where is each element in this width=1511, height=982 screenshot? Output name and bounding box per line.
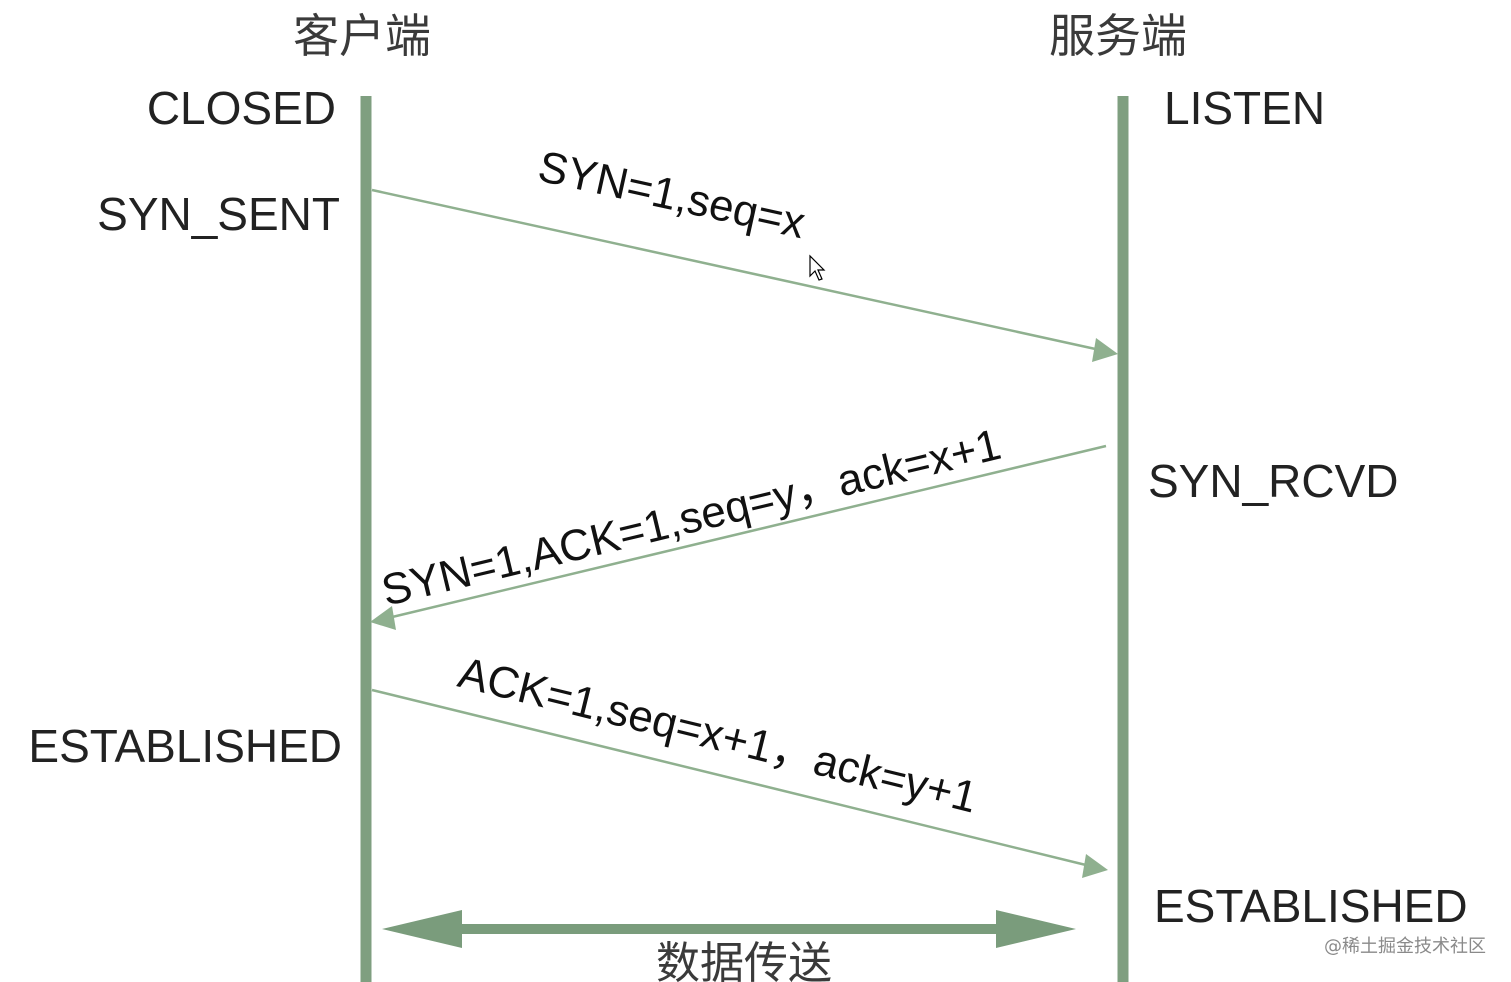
data-transfer-left-arrowhead — [382, 910, 462, 948]
syn-arrowhead — [1092, 338, 1118, 362]
mouse-cursor-icon — [809, 254, 826, 281]
server-state-established: ESTABLISHED — [1154, 880, 1468, 932]
ack-message-label: ACK=1,seq=x+1，ack=y+1 — [454, 648, 982, 822]
syn-message-arrow — [371, 188, 1101, 352]
client-state-syn-sent: SYN_SENT — [97, 188, 340, 240]
syn-message-label: SYN=1,seq=x — [534, 142, 810, 248]
client-state-established: ESTABLISHED — [28, 720, 342, 772]
client-state-closed: CLOSED — [147, 82, 336, 134]
ack-message-arrow — [371, 688, 1091, 868]
server-title: 服务端 — [1049, 9, 1187, 63]
syn-ack-arrowhead — [370, 606, 396, 630]
ack-arrowhead — [1082, 854, 1108, 878]
server-state-syn-rcvd: SYN_RCVD — [1148, 455, 1399, 507]
data-transfer-right-arrowhead — [996, 910, 1076, 948]
client-title: 客户端 — [293, 9, 431, 63]
syn-ack-message-label: SYN=1,ACK=1,seq=y，ack=x+1 — [377, 420, 1006, 616]
server-state-listen: LISTEN — [1164, 82, 1325, 134]
syn-ack-message-arrow — [387, 444, 1107, 620]
data-transfer-label: 数据传送 — [656, 938, 832, 982]
watermark-text: @稀土掘金技术社区 — [1324, 936, 1486, 957]
